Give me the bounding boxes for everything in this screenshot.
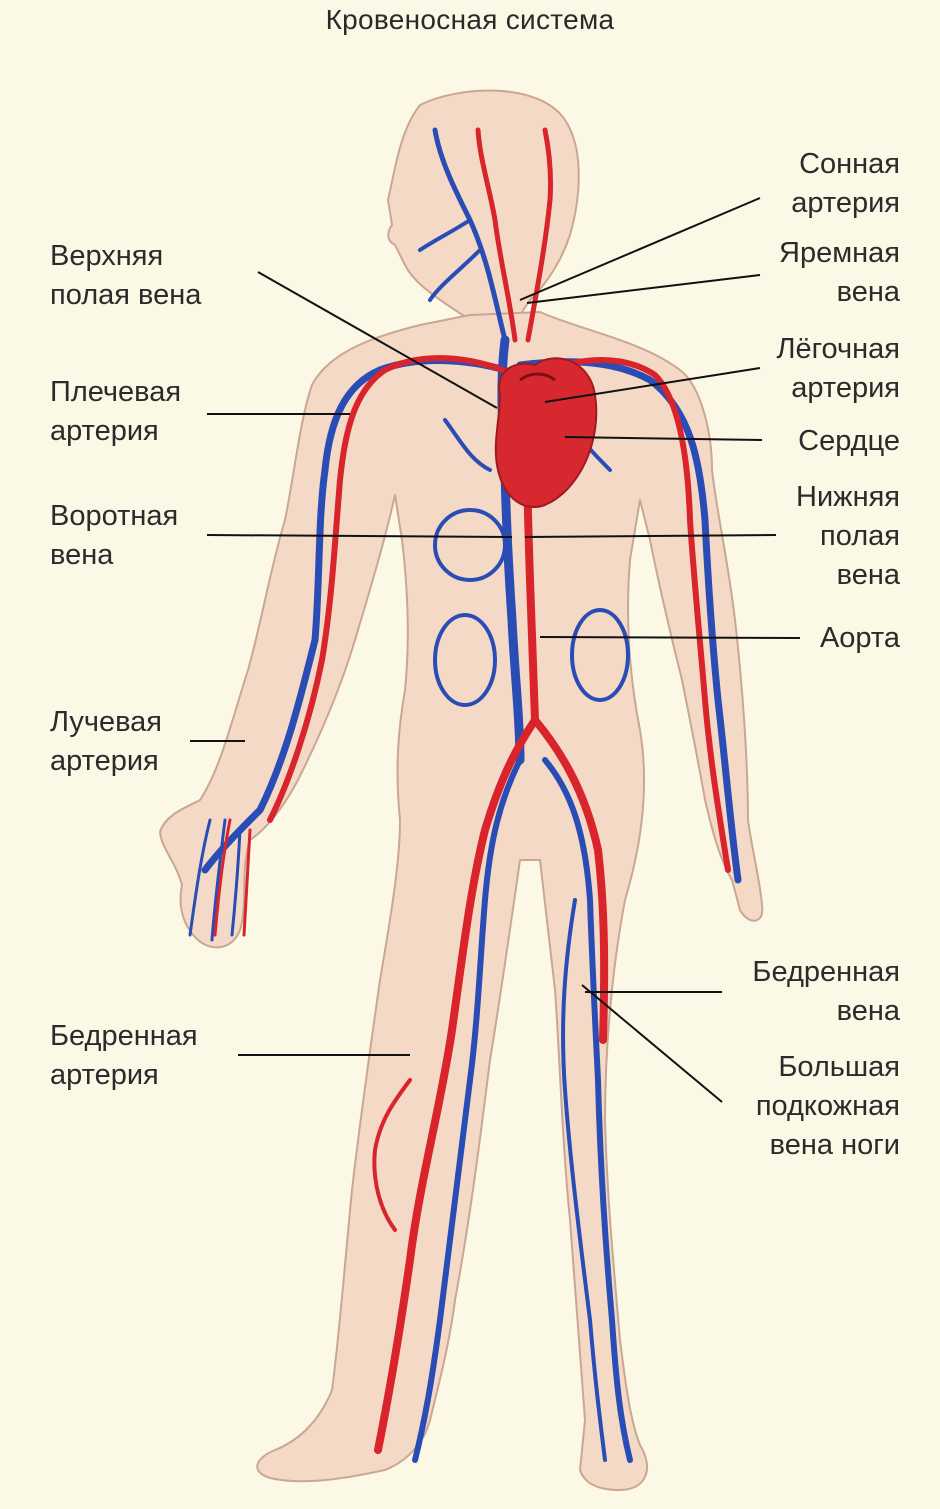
diagram-title: Кровеносная система (325, 4, 615, 35)
leader-great-saphenous-vein (581, 984, 723, 1103)
label-radial-artery: Лучевая артерия (50, 706, 163, 777)
label-great-saphenous-vein: Большая подкожная вена ноги (755, 1051, 900, 1161)
leader-heart (564, 436, 763, 441)
label-carotid-artery: Сонная артерия (791, 148, 900, 219)
body-silhouette (159, 89, 764, 1491)
leader-carotid-artery (519, 197, 761, 301)
label-portal-vein: Воротная вена (50, 500, 179, 571)
veins (188, 127, 742, 1463)
label-femoral-vein: Бедренная вена (752, 956, 900, 1027)
label-pulmonary-artery: Лёгочная артерия (776, 333, 900, 404)
label-inferior-vena-cava: Нижняя полая вена (796, 481, 900, 591)
leader-pulmonary-artery (544, 367, 761, 403)
label-jugular-vein: Яремная вена (779, 237, 900, 308)
label-superior-vena-cava: Верхняя полая вена (50, 240, 202, 311)
leader-superior-vena-cava (257, 271, 498, 409)
label-aorta: Аорта (819, 622, 900, 654)
label-heart: Сердце (798, 425, 900, 457)
heart-icon (494, 357, 598, 508)
leader-portal-vein (206, 534, 513, 538)
label-brachial-artery: Плечевая артерия (50, 376, 182, 447)
leader-jugular-vein (526, 274, 761, 304)
leader-inferior-vena-cava (524, 534, 777, 538)
leader-aorta (539, 636, 801, 639)
label-femoral-artery: Бедренная артерия (50, 1020, 198, 1091)
